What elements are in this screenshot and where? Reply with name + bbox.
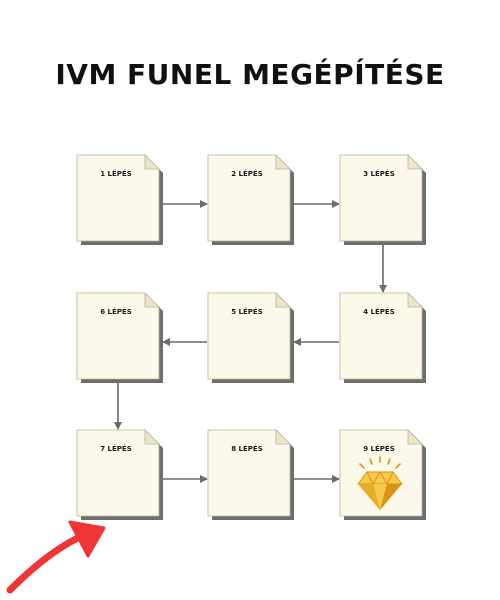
card-fold-corner [275,292,291,308]
card-page [76,154,160,242]
card-page [207,154,291,242]
step-label: 4 LÉPÉS [363,307,395,316]
step-label: 2 LÉPÉS [231,169,263,178]
step-label: 5 LÉPÉS [231,307,263,316]
step-card-4: 4 LÉPÉS [339,292,426,383]
step-card-9: 9 LÉPÉS [339,429,426,520]
step-card-1: 1 LÉPÉS [76,154,163,245]
step-label: 3 LÉPÉS [363,169,395,178]
step-card-2: 2 LÉPÉS [207,154,294,245]
card-fold-corner [407,292,423,308]
card-fold-corner [144,154,160,170]
step-label: 7 LÉPÉS [100,444,132,453]
card-fold-corner [407,154,423,170]
step-label: 6 LÉPÉS [100,307,132,316]
page-title: IVM FUNEL MEGÉPÍTÉSE [55,58,445,91]
step-card-7: 7 LÉPÉS [76,429,163,520]
step-label: 8 LÉPÉS [231,444,263,453]
step-card-6: 6 LÉPÉS [76,292,163,383]
card-page [76,429,160,517]
step-card-3: 3 LÉPÉS [339,154,426,245]
card-page [339,154,423,242]
card-page [339,292,423,380]
connectors [114,200,387,483]
step-card-8: 8 LÉPÉS [207,429,294,520]
card-fold-corner [275,429,291,445]
card-page [207,292,291,380]
accent-arrow [6,520,106,594]
step-card-5: 5 LÉPÉS [207,292,294,383]
step-label: 9 LÉPÉS [363,444,395,453]
diamond-icon [357,456,403,510]
step-label: 1 LÉPÉS [100,169,132,178]
card-page [207,429,291,517]
step-cards: 1 LÉPÉS 2 LÉPÉS 3 LÉPÉS 4 LÉPÉS 5 LÉPÉS 6 LÉP… [76,154,426,520]
card-page [76,292,160,380]
card-fold-corner [275,154,291,170]
card-fold-corner [407,429,423,445]
card-fold-corner [144,429,160,445]
card-fold-corner [144,292,160,308]
accent-arrow-head [68,520,106,558]
